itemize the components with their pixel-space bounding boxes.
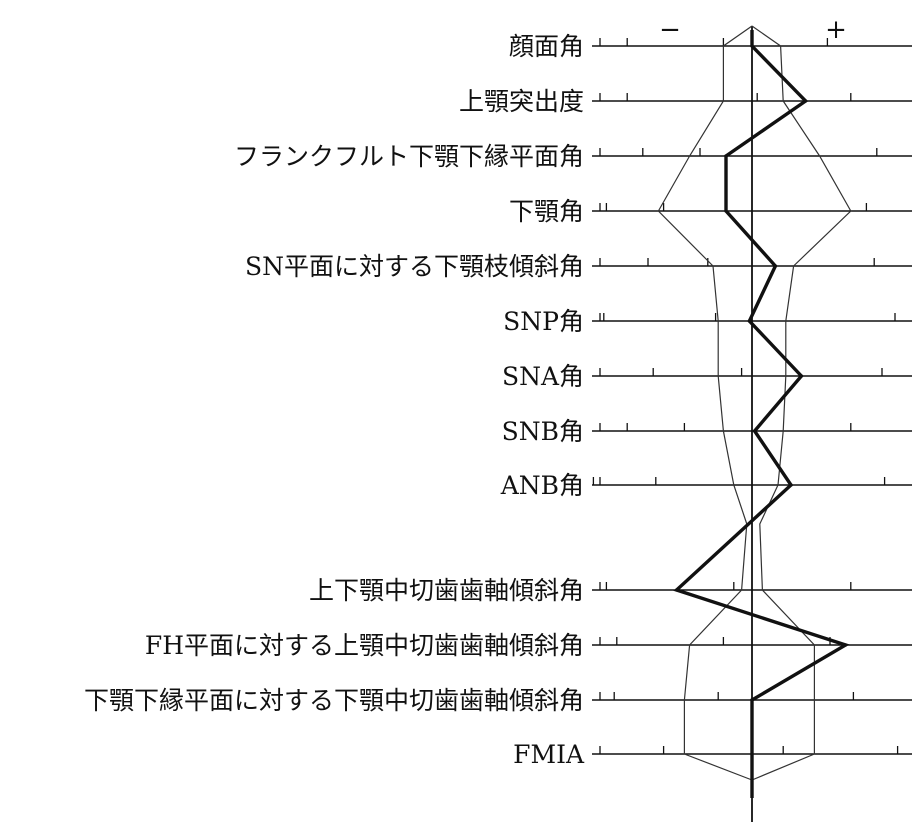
- row-label: 顔面角: [509, 32, 584, 61]
- row-label: SNB角: [502, 417, 584, 446]
- patient-point: [799, 374, 804, 378]
- row-label: FH平面に対する上顎中切歯歯軸傾斜角: [145, 631, 584, 660]
- patient-point: [750, 698, 754, 702]
- patient-profile: [673, 30, 850, 798]
- patient-point: [675, 588, 679, 592]
- patient-point: [789, 483, 793, 487]
- row-label: 上下顎中切歯歯軸傾斜角: [309, 576, 584, 605]
- row-label: SN平面に対する下顎枝傾斜角: [245, 252, 584, 281]
- row-label: フランクフルト下顎下縁平面角: [234, 142, 584, 171]
- row-label: 下顎角: [509, 197, 584, 226]
- negative-sign-label: −: [659, 15, 681, 45]
- patient-profile-line: [673, 30, 850, 798]
- row-label: SNP角: [503, 307, 584, 336]
- patient-point: [750, 44, 754, 48]
- patient-point: [724, 154, 728, 158]
- patient-point: [773, 264, 778, 268]
- row-label: 下顎下縁平面に対する下顎中切歯歯軸傾斜角: [84, 686, 584, 715]
- positive-sign-label: +: [825, 15, 847, 45]
- patient-point: [803, 99, 808, 103]
- patient-point: [724, 209, 728, 213]
- patient-point: [753, 429, 757, 433]
- row-label: SNA角: [502, 362, 584, 391]
- normal-range-band: [657, 25, 852, 781]
- row-label: ANB角: [500, 471, 584, 500]
- row-label: 上顎突出度: [459, 87, 584, 116]
- band-upper-line: [751, 25, 852, 781]
- row-label: FMIA: [513, 740, 585, 769]
- patient-point: [750, 752, 754, 756]
- patient-point: [844, 643, 848, 647]
- patient-point: [747, 319, 752, 323]
- band-lower-line: [657, 25, 753, 781]
